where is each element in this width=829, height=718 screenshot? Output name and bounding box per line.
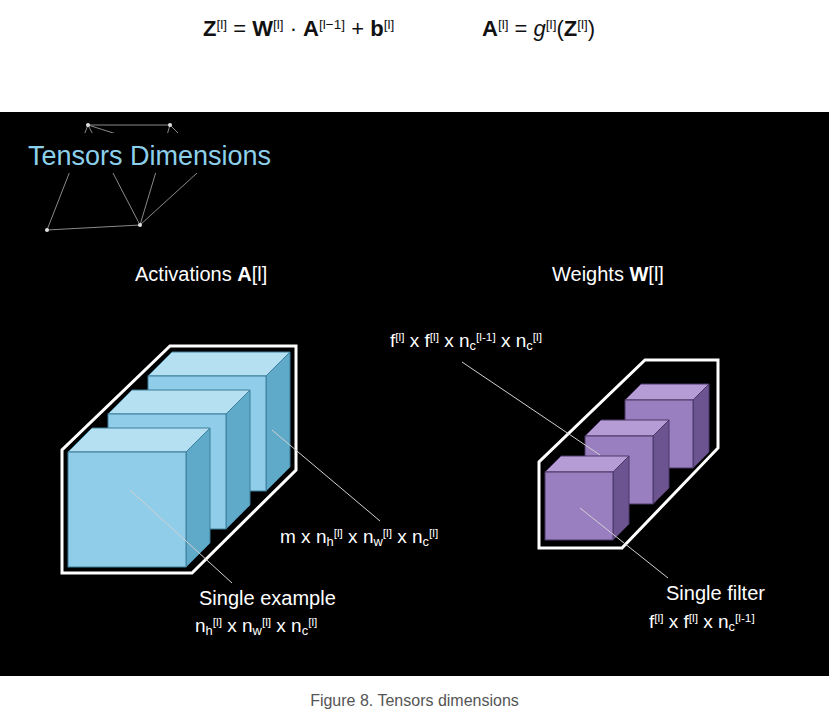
dark-panel	[0, 112, 829, 676]
leader-line	[130, 362, 668, 583]
stack-outline	[539, 360, 718, 548]
caption: Figure 8. Tensors dimensions	[0, 691, 829, 710]
dimension-label: m x nh[l] x nw[l] x nc[l]	[280, 526, 438, 549]
stack-outline	[62, 346, 296, 573]
dimension-label: nh[l] x nw[l] x nc[l]	[195, 615, 317, 638]
panel-heading: Activations A[l]	[135, 262, 267, 286]
formula: A[l] = g[l](Z[l])	[482, 16, 595, 42]
title: Tensors Dimensions	[28, 133, 288, 173]
dimension-label: f[l] x f[l] x nc[l-1]	[649, 611, 755, 634]
panel-heading: Weights W[l]	[552, 262, 664, 286]
dimension-label: f[l] x f[l] x nc[l-1] x nc[l]	[390, 330, 542, 353]
filter-cubes	[545, 384, 709, 540]
formula: Z[l] = W[l] · A[l−1] + b[l]	[203, 16, 394, 42]
part-label: Single example	[199, 586, 336, 610]
part-label: Single filter	[666, 581, 765, 605]
